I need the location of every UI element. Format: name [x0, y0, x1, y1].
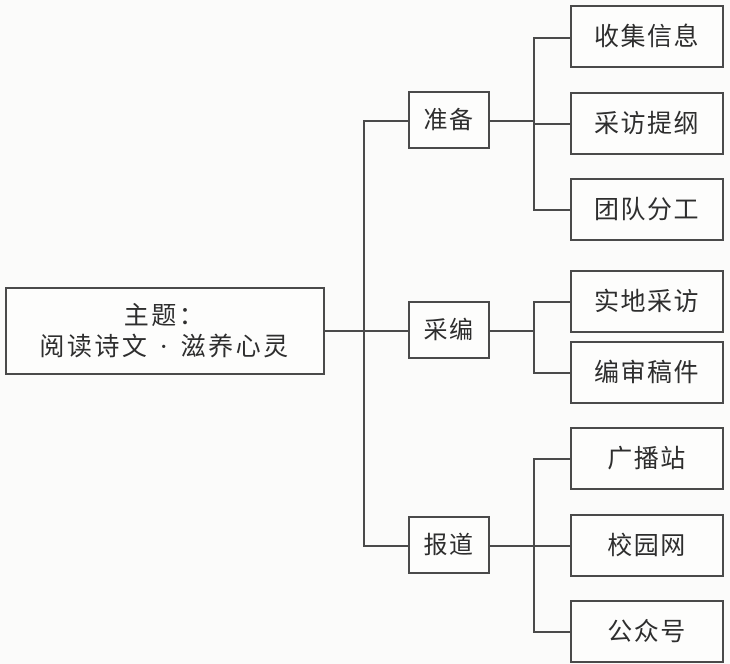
node-leaf-team-roles-label: 团队分工 [593, 194, 700, 224]
connector-leaf-broadcast-station [533, 458, 571, 460]
connector-branch-edit-out [490, 330, 535, 332]
connector-trunk-to-branch-report [363, 545, 410, 547]
node-branch-report[interactable]: 报道 [408, 516, 490, 574]
connector-leaf-collect-info [533, 37, 571, 39]
node-leaf-interview-outline-label: 采访提纲 [593, 108, 700, 138]
connector-main-trunk [363, 120, 365, 546]
node-leaf-review-draft[interactable]: 编审稿件 [570, 341, 724, 404]
connector-branch-prepare-out [490, 120, 535, 122]
node-leaf-field-interview-label: 实地采访 [593, 286, 700, 316]
node-branch-report-label: 报道 [423, 531, 475, 559]
node-branch-prepare-label: 准备 [423, 106, 475, 134]
node-leaf-official-account[interactable]: 公众号 [570, 600, 724, 663]
node-root-line1: 主题： [123, 300, 207, 330]
node-leaf-broadcast-station[interactable]: 广播站 [570, 427, 724, 490]
connector-trunk-to-branch-edit [363, 330, 410, 332]
node-leaf-review-draft-label: 编审稿件 [593, 357, 700, 387]
connector-root-to-trunk [325, 330, 365, 332]
node-leaf-collect-info-label: 收集信息 [593, 21, 700, 51]
connector-leaf-official-account [533, 631, 571, 633]
node-root[interactable]: 主题： 阅读诗文 · 滋养心灵 [5, 287, 325, 375]
node-leaf-campus-network-label: 校园网 [607, 530, 687, 560]
node-branch-edit[interactable]: 采编 [408, 301, 490, 359]
connector-group-edit-spine [533, 301, 535, 373]
connector-trunk-to-branch-prepare [363, 120, 410, 122]
connector-leaf-team-roles [533, 209, 571, 211]
node-leaf-campus-network[interactable]: 校园网 [570, 514, 724, 577]
connector-branch-report-out [490, 545, 535, 547]
connector-leaf-campus-network [533, 545, 571, 547]
node-branch-prepare[interactable]: 准备 [408, 91, 490, 149]
node-leaf-official-account-label: 公众号 [607, 616, 687, 646]
node-leaf-team-roles[interactable]: 团队分工 [570, 178, 724, 241]
connector-leaf-field-interview [533, 301, 571, 303]
node-leaf-collect-info[interactable]: 收集信息 [570, 5, 724, 68]
connector-leaf-interview-outline [533, 123, 571, 125]
connector-leaf-review-draft [533, 372, 571, 374]
node-leaf-broadcast-station-label: 广播站 [607, 443, 687, 473]
node-root-line2: 阅读诗文 · 滋养心灵 [39, 332, 291, 361]
node-leaf-interview-outline[interactable]: 采访提纲 [570, 92, 724, 155]
node-branch-edit-label: 采编 [423, 316, 475, 344]
node-leaf-field-interview[interactable]: 实地采访 [570, 270, 724, 333]
